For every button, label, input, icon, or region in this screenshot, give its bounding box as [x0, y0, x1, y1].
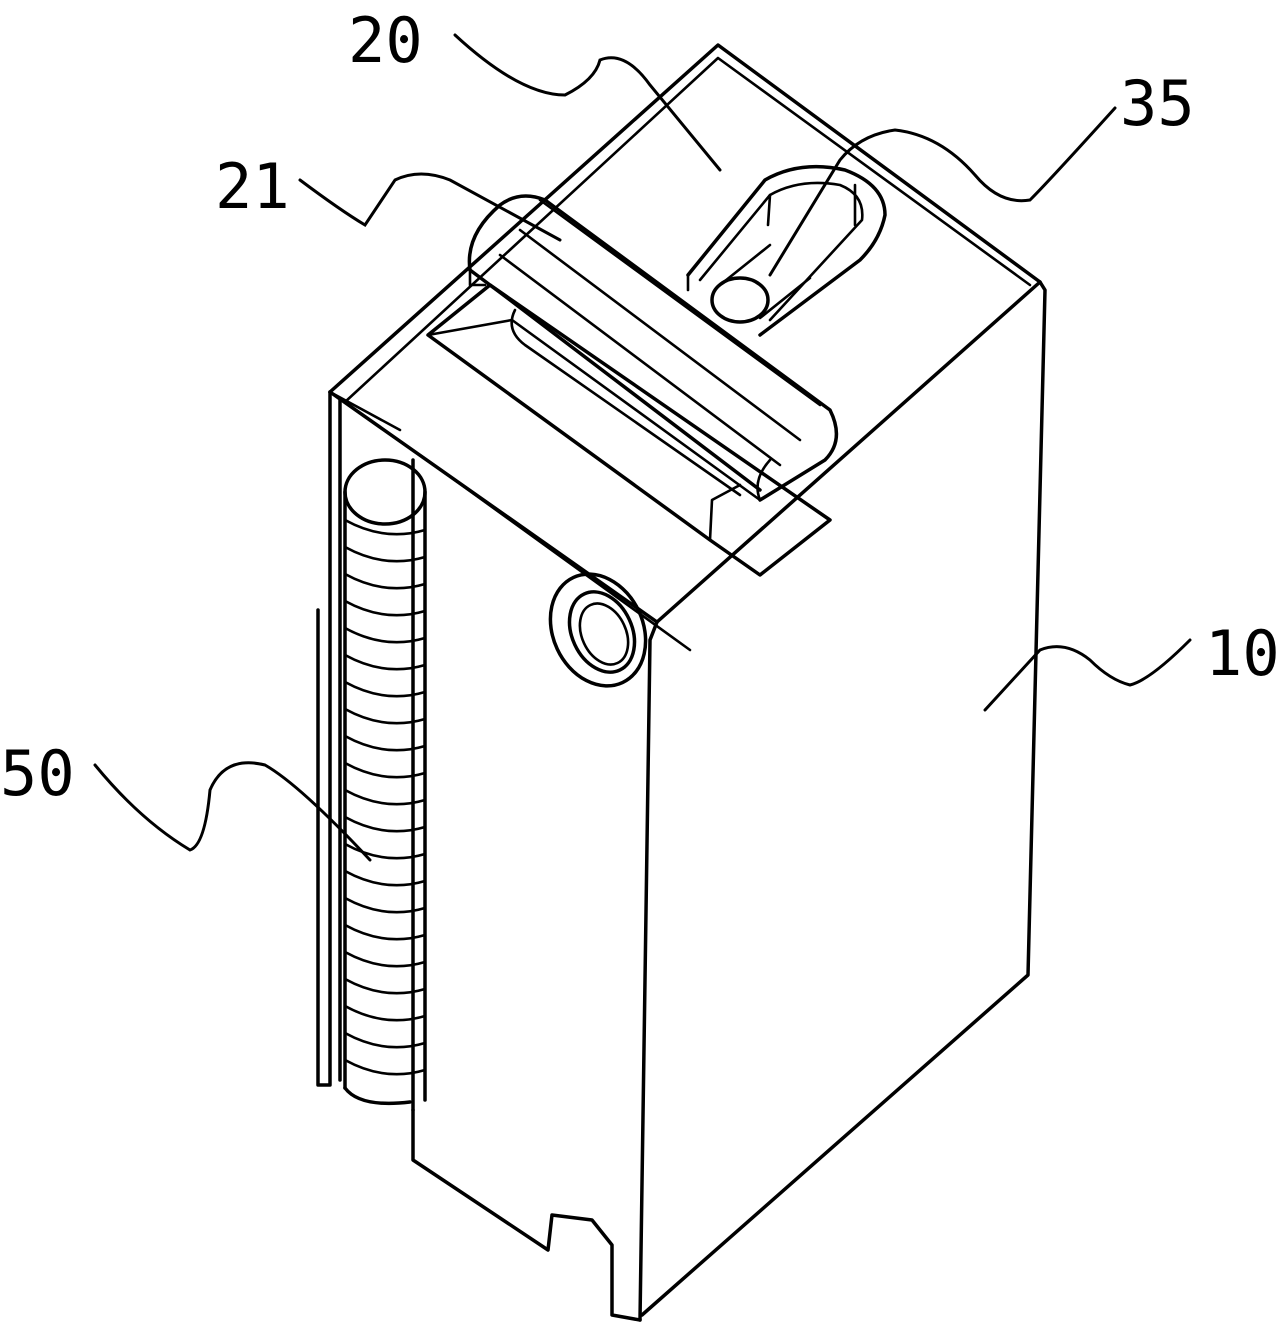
spring-coil	[343, 572, 427, 590]
spring-coil	[343, 977, 427, 995]
spring-coil	[343, 707, 427, 725]
spring-coil	[343, 1058, 427, 1076]
spring-coil	[343, 815, 427, 833]
spring-coil	[343, 923, 427, 941]
slot-with-pin	[686, 164, 887, 337]
spring-coil	[343, 653, 427, 671]
round-button	[548, 572, 648, 688]
spring-coil	[343, 680, 427, 698]
spring-coil	[343, 761, 427, 779]
spring-coil	[343, 1004, 427, 1022]
spring-coil	[343, 896, 427, 914]
top-plate	[343, 56, 1032, 652]
leader-lines	[93, 33, 1192, 862]
spring	[343, 458, 427, 1106]
spring-coil	[343, 842, 427, 860]
spring-coil	[343, 950, 427, 968]
label-21: 21	[215, 150, 290, 223]
spring-coils	[343, 518, 427, 1076]
spring-coil	[343, 788, 427, 806]
label-20: 20	[348, 4, 423, 77]
spring-coil	[343, 1031, 427, 1049]
housing-body	[316, 43, 1047, 1322]
label-35: 35	[1120, 67, 1195, 140]
spring-coil	[343, 599, 427, 617]
spring-coil	[343, 626, 427, 644]
spring-coil	[343, 734, 427, 752]
handle	[426, 194, 839, 577]
label-50: 50	[0, 737, 75, 810]
spring-coil	[343, 518, 427, 536]
spring-coil	[343, 545, 427, 563]
label-10: 10	[1205, 617, 1280, 690]
spring-coil	[343, 869, 427, 887]
